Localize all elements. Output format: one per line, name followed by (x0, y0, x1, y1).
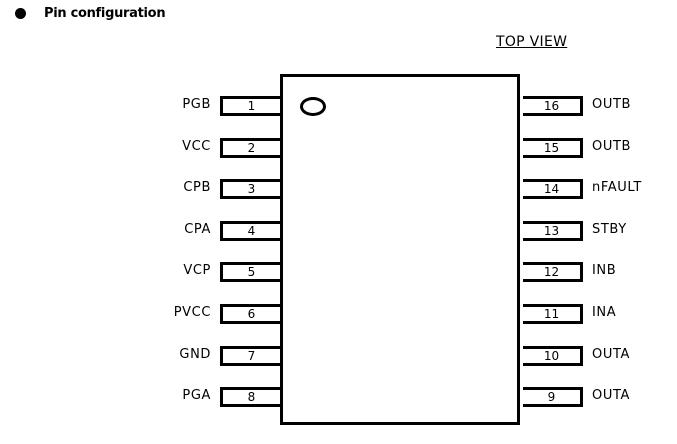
pin-13-box: 13 (523, 221, 583, 241)
pin-10-label: OUTA (592, 347, 630, 362)
pin-11-label: INA (592, 305, 617, 320)
pin-8-label: PGA (182, 388, 211, 403)
pin-1-label: PGB (182, 97, 211, 112)
pin-12-box: 12 (523, 262, 583, 282)
pin-7-label: GND (179, 347, 211, 362)
pin-9-box: 9 (523, 387, 583, 407)
pin-6-box: 6 (220, 304, 280, 324)
view-label: TOP VIEW (496, 34, 568, 50)
pin-3-box: 3 (220, 179, 280, 199)
pin-12-label: INB (592, 263, 617, 278)
ic-package-body (280, 74, 520, 425)
pin-4-box: 4 (220, 221, 280, 241)
pin1-indicator-icon (300, 97, 326, 116)
bullet-icon (15, 8, 26, 19)
pin-15-box: 15 (523, 138, 583, 158)
pin-10-box: 10 (523, 346, 583, 366)
pin-8-box: 8 (220, 387, 280, 407)
pin-9-label: OUTA (592, 388, 630, 403)
pin-5-box: 5 (220, 262, 280, 282)
pin-16-label: OUTB (592, 97, 632, 112)
pin-16-box: 16 (523, 96, 583, 116)
pin-7-box: 7 (220, 346, 280, 366)
pin-1-box: 1 (220, 96, 280, 116)
pin-6-label: PVCC (173, 305, 211, 320)
pin-2-label: VCC (182, 139, 211, 154)
section-heading: Pin configuration (44, 6, 166, 21)
pin-13-label: STBY (592, 222, 627, 237)
pin-15-label: OUTB (592, 139, 632, 154)
pin-3-label: CPB (183, 180, 211, 195)
pin-4-label: CPA (184, 222, 211, 237)
pin-2-box: 2 (220, 138, 280, 158)
pin-14-label: nFAULT (592, 180, 642, 195)
pin-11-box: 11 (523, 304, 583, 324)
pin-14-box: 14 (523, 179, 583, 199)
pin-5-label: VCP (183, 263, 211, 278)
